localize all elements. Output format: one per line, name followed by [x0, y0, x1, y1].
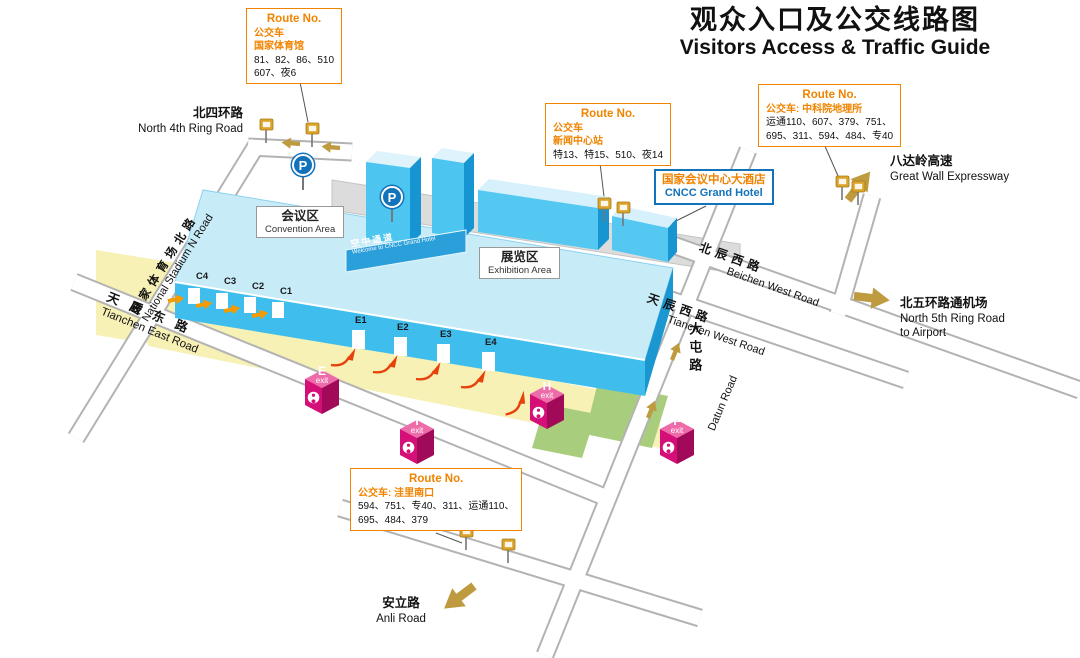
parking-icon: P [381, 186, 403, 208]
exit-label-h: H exit [540, 379, 554, 401]
hotel-label: 国家会议中心大酒店 CNCC Grand Hotel [654, 169, 774, 206]
gate-label-c2: C2 [252, 281, 265, 292]
route-box-wali-south: Route No. 公交车: 洼里南口 594、751、专40、311、运通11… [350, 468, 523, 531]
route-box-title: Route No. [580, 108, 636, 120]
road-label-north-5th-ring: 北五环路通机场 North 5th Ring Road to Airport [900, 296, 1005, 339]
gate-label-e4: E4 [485, 337, 497, 348]
exit-label-i: I exit [410, 414, 424, 436]
route-box-stadium: Route No. 公交车 国家体育馆 81、82、86、510 607、夜6 [246, 8, 343, 84]
road-label-datun-zh: 大屯路 [687, 322, 703, 376]
parking-poles [302, 176, 393, 222]
road-label-anli: 安立路 Anli Road [376, 596, 426, 625]
convention-area-label: 会议区 Convention Area [256, 206, 345, 239]
page-title-en: Visitors Access & Traffic Guide [679, 36, 991, 60]
road-label-north-4th-ring: 北四环路 North 4th Ring Road [138, 106, 243, 135]
skybridge [345, 229, 467, 273]
gate-label-e3: E3 [440, 329, 452, 340]
road-label-great-wall-expressway: 八达岭高速 Great Wall Expressway [890, 154, 1010, 183]
route-box-title: Route No. [409, 473, 464, 485]
gate-label-e1: E1 [355, 315, 367, 326]
route-box-title: Route No. [802, 89, 857, 101]
entrance-doors [188, 288, 495, 371]
gate-label-c1: C1 [280, 286, 293, 297]
exit-label-e: E exit [315, 364, 329, 386]
route-box-title: Route No. [266, 13, 322, 25]
page-title-zh: 观众入口及公交线路图 [690, 5, 980, 35]
gate-label-c3: C3 [224, 276, 237, 287]
gate-label-c4: C4 [196, 271, 209, 282]
exit-label-f: F exit [670, 414, 684, 436]
route-box-press-center: Route No. 公交车 新闻中心站 特13、特15、510、夜14 [545, 103, 672, 166]
page-title: 观众入口及公交线路图 Visitors Access & Traffic Gui… [605, 5, 1065, 60]
gate-label-e2: E2 [397, 322, 409, 333]
parking-icon: P [292, 154, 314, 176]
exhibition-area-label: 展览区 Exhibition Area [479, 247, 561, 280]
route-box-geography-institute: Route No. 公交车: 中科院地理所 运通110、607、379、751、… [758, 84, 902, 147]
